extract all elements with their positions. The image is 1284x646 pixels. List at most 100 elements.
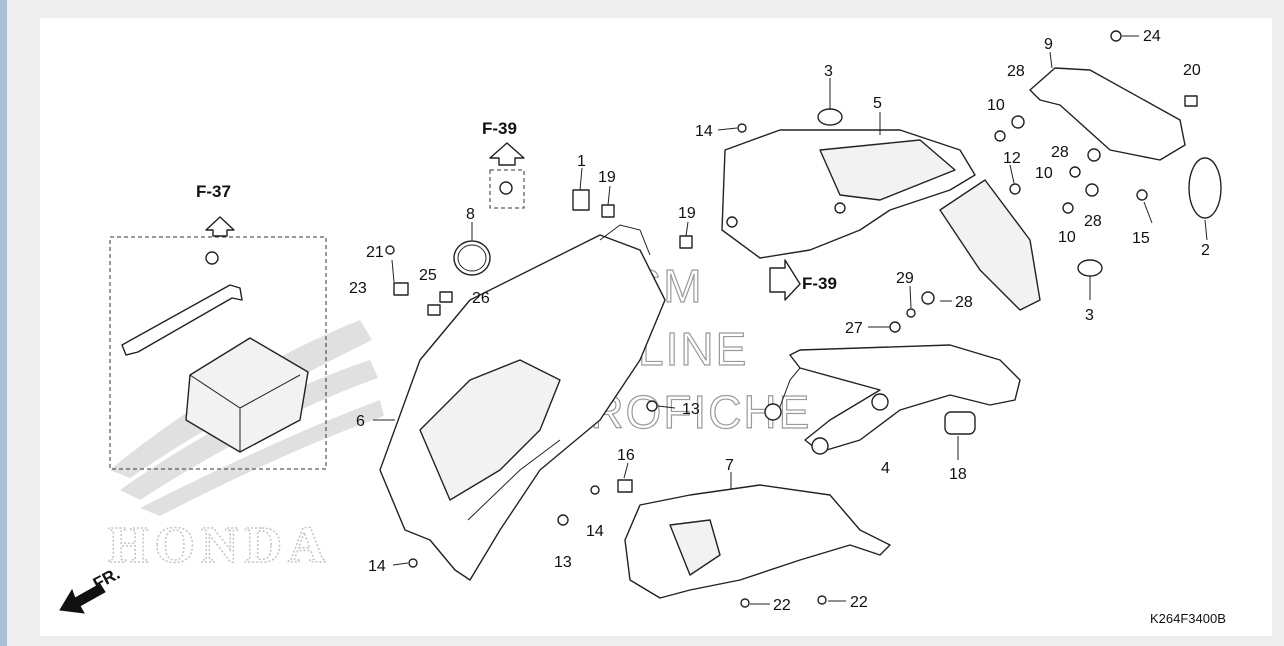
- wing-stroke-3: [140, 400, 384, 516]
- label-part-21: 21: [366, 244, 384, 261]
- label-part-4: 4: [881, 460, 890, 477]
- label-part-28a: 28: [1007, 63, 1025, 80]
- grab-rail-mount-3: [871, 393, 889, 411]
- cover-hole-1: [726, 216, 738, 228]
- label-part-1: 1: [577, 153, 586, 170]
- battery-dashed-box: [109, 236, 327, 470]
- label-part-22a: 22: [773, 597, 791, 614]
- label-part-12: 12: [1003, 150, 1021, 167]
- label-part-26: 26: [472, 290, 490, 307]
- battery-bolt: [205, 251, 219, 265]
- label-part-20: 20: [1183, 62, 1201, 79]
- rear-fender-part: [379, 224, 666, 581]
- label-part-19b: 19: [678, 205, 696, 222]
- nut-15: [1136, 189, 1148, 201]
- f37-arrow-icon: [205, 216, 235, 237]
- label-part-8: 8: [466, 206, 475, 223]
- leader-lines: [373, 35, 1208, 605]
- clip-19b: [679, 235, 693, 249]
- rear-cover-part: [721, 129, 976, 259]
- label-part-10b: 10: [1035, 165, 1053, 182]
- small-parts: [385, 30, 1222, 608]
- battery-group: [109, 216, 327, 470]
- washer-29: [906, 308, 916, 318]
- f39-right-arrow-icon: [769, 259, 801, 301]
- label-part-16: 16: [617, 447, 635, 464]
- clip-23: [393, 282, 409, 296]
- washer-28a: [1011, 115, 1025, 129]
- label-part-2: 2: [1201, 242, 1210, 259]
- label-part-15: 15: [1132, 230, 1150, 247]
- f39-top-arrow-icon: [489, 142, 525, 166]
- label-part-10a: 10: [987, 97, 1005, 114]
- grab-rail-mount-1: [764, 403, 782, 421]
- grab-rail-part: [764, 344, 1021, 455]
- label-part-25: 25: [419, 267, 437, 284]
- fender-rib: [467, 439, 561, 521]
- splash-guard-outline: [624, 484, 891, 599]
- fuse-25: [427, 304, 441, 316]
- screw-22a: [740, 598, 750, 608]
- grommet-3-bottom: [1077, 259, 1103, 277]
- label-part-14a: 14: [695, 123, 713, 140]
- bolt-14c: [408, 558, 418, 568]
- screw-13a: [646, 400, 658, 412]
- washer-28d: [921, 291, 935, 305]
- front-direction-marker: FR.: [59, 564, 123, 614]
- battery-band: [121, 284, 243, 356]
- reflector-2: [1188, 157, 1222, 219]
- nut-27: [889, 321, 901, 333]
- part-labels: 1 2 3 3 4 5 6 7 8 9 10 10 10 12 13 13 14…: [349, 28, 1210, 614]
- bolt-24: [1110, 30, 1122, 42]
- label-part-13a: 13: [682, 401, 700, 418]
- f39-top-bolt: [499, 181, 513, 195]
- parts-diagram: HONDA CMSM ONLINE MICROFICHE: [59, 28, 1226, 626]
- grommet-3-top: [817, 108, 843, 126]
- honda-logo-text: HONDA: [108, 517, 332, 574]
- holder-1: [572, 189, 590, 211]
- label-part-28b: 28: [1051, 144, 1069, 161]
- front-arrow-icon: [59, 583, 106, 614]
- license-bracket-part: [939, 67, 1186, 311]
- diagram-code: K264F3400B: [1150, 611, 1226, 626]
- collar-10b: [1069, 166, 1081, 178]
- battery-body: [185, 337, 309, 453]
- battery-edges: [189, 374, 301, 452]
- collar-20: [1184, 95, 1198, 107]
- washer-28c: [1085, 183, 1099, 197]
- grab-rail-outline: [789, 344, 1021, 453]
- label-part-19a: 19: [598, 169, 616, 186]
- cover-hole-2: [834, 202, 846, 214]
- label-part-5: 5: [873, 95, 882, 112]
- label-part-23: 23: [349, 280, 367, 297]
- label-part-9: 9: [1044, 36, 1053, 53]
- label-part-28d: 28: [955, 294, 973, 311]
- collar-10c: [1062, 202, 1074, 214]
- label-part-10c: 10: [1058, 229, 1076, 246]
- bolt-14a: [737, 123, 747, 133]
- bolt-21: [385, 245, 395, 255]
- label-part-27: 27: [845, 320, 863, 337]
- label-part-14c: 14: [368, 558, 386, 575]
- f39-top-dashed-box: [489, 169, 525, 209]
- diagram-canvas: HONDA CMSM ONLINE MICROFICHE: [40, 18, 1272, 636]
- label-part-13b: 13: [554, 554, 572, 571]
- label-part-14b: 14: [586, 523, 604, 540]
- screw-13b: [557, 514, 569, 526]
- screw-22b: [817, 595, 827, 605]
- rear-cover-panel: [819, 139, 956, 201]
- ring-8-inner: [457, 244, 487, 272]
- ref-f37-label: F-37: [196, 182, 231, 201]
- clip-19a: [601, 204, 615, 218]
- ref-f39-right-label: F-39: [802, 274, 837, 293]
- label-part-7: 7: [725, 457, 734, 474]
- nut-16: [617, 479, 633, 493]
- label-part-3a: 3: [824, 63, 833, 80]
- label-part-22b: 22: [850, 594, 868, 611]
- ref-f39-top-label: F-39: [482, 119, 517, 138]
- washer-28b: [1087, 148, 1101, 162]
- bolt-12: [1009, 183, 1021, 195]
- ring-8: [453, 240, 491, 276]
- label-part-28c: 28: [1084, 213, 1102, 230]
